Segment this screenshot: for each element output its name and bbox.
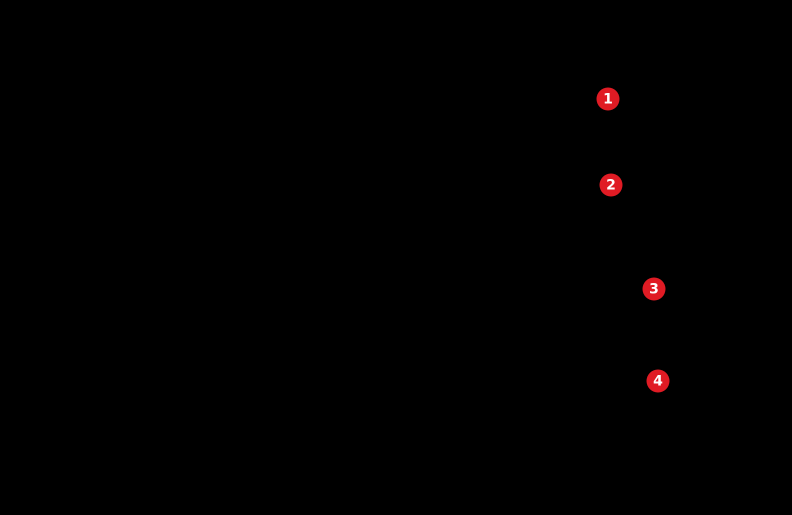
screenshot-background [0,0,792,515]
